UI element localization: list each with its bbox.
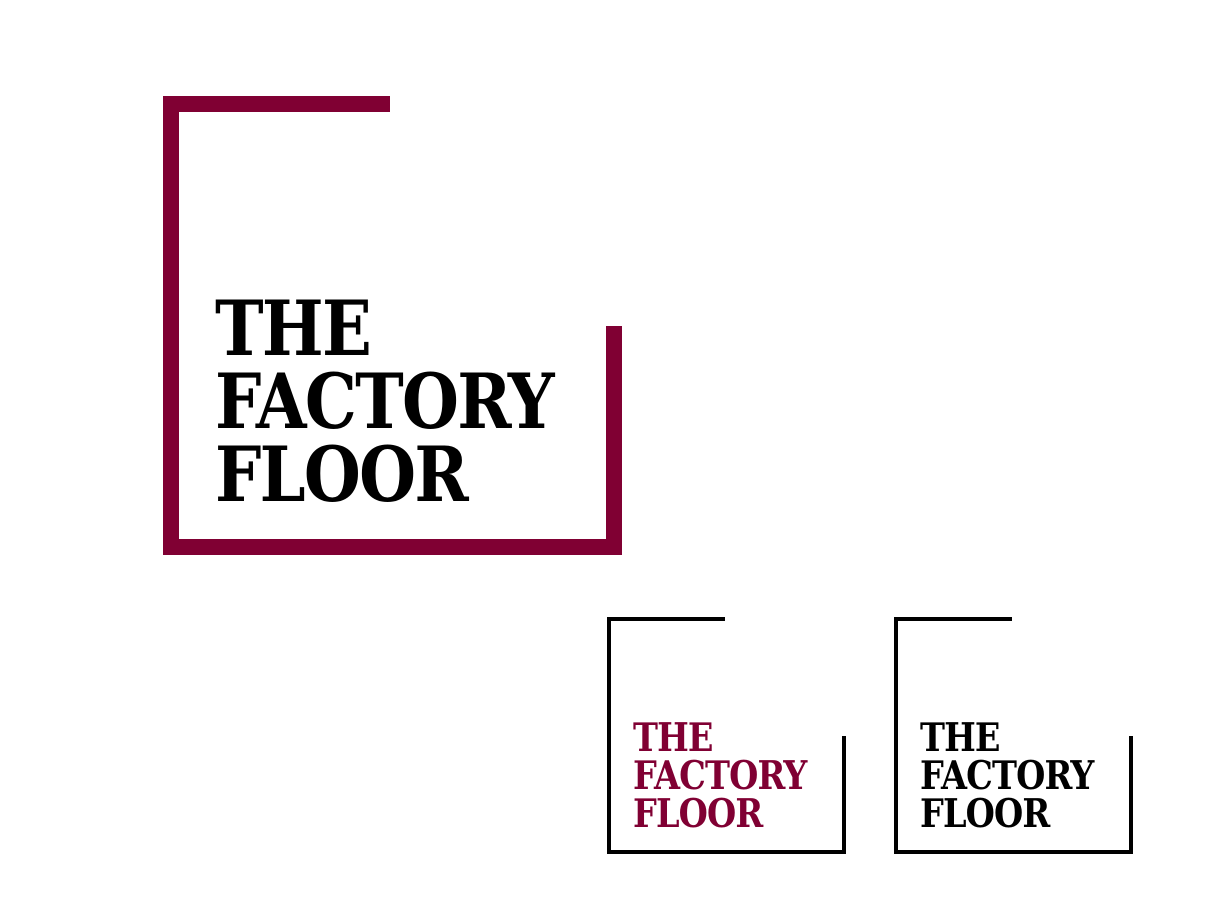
wordmark-line-3: FLOOR	[920, 791, 1050, 837]
wordmark: THE FACTORY FLOOR	[633, 715, 807, 837]
wordmark-line-1: THE	[633, 715, 714, 761]
wordmark-line-1: THE	[215, 284, 372, 373]
logo-primary: THE FACTORY FLOOR	[163, 96, 622, 555]
wordmark-line-3: FLOOR	[633, 791, 763, 837]
logo-accent-variant: THE FACTORY FLOOR	[607, 617, 846, 854]
wordmark: THE FACTORY FLOOR	[215, 284, 555, 519]
wordmark: THE FACTORY FLOOR	[920, 715, 1094, 837]
wordmark-line-2: FACTORY	[633, 753, 807, 799]
wordmark-line-2: FACTORY	[920, 753, 1094, 799]
wordmark-line-1: THE	[920, 715, 1001, 761]
wordmark-line-3: FLOOR	[215, 430, 469, 519]
wordmark-line-2: FACTORY	[215, 357, 555, 446]
logo-monochrome-variant: THE FACTORY FLOOR	[894, 617, 1133, 854]
